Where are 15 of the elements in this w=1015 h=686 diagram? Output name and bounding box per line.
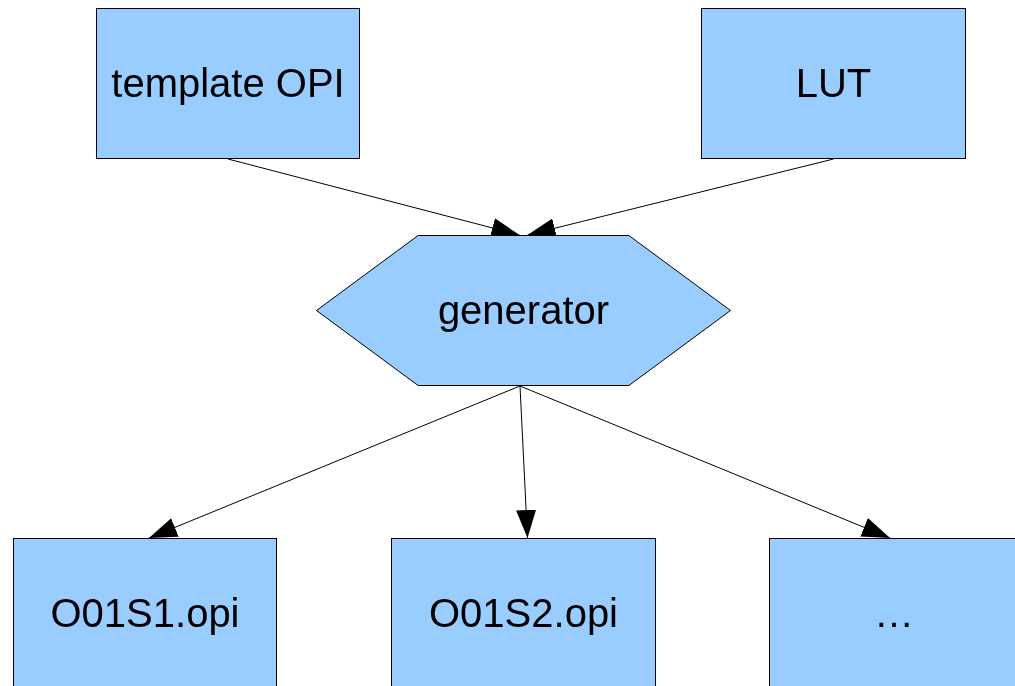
node-label: LUT: [795, 61, 872, 106]
process-box: [391, 538, 656, 686]
hexagon-node: [316, 235, 731, 386]
node-label: template OPI: [111, 61, 345, 106]
node-label: generator: [437, 288, 610, 333]
process-box: [96, 8, 360, 159]
node-label: …: [874, 590, 914, 636]
process-box: [13, 538, 277, 686]
node-label: O01S1.opi: [50, 590, 240, 636]
arrow: [519, 385, 891, 539]
node-label: O01S2.opi: [429, 590, 618, 636]
arrow: [148, 385, 521, 539]
arrow: [516, 385, 537, 539]
process-box: [701, 8, 966, 159]
process-box: [769, 538, 1015, 686]
